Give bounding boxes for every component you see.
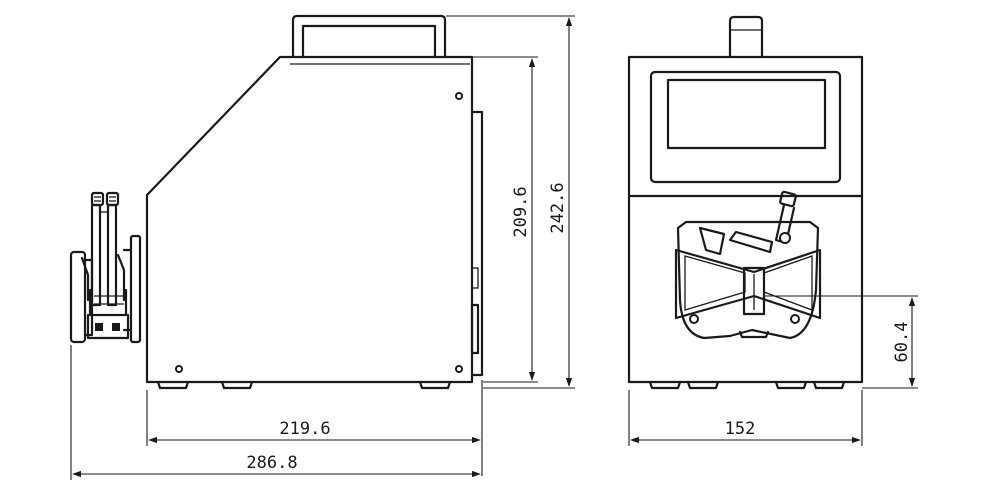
display-bezel xyxy=(649,70,842,184)
dim-total-width: 286.8 xyxy=(70,345,481,480)
clamp-black xyxy=(95,323,103,331)
tube xyxy=(90,203,102,307)
dim-label-front-width: 152 xyxy=(725,419,756,439)
pump-foot xyxy=(738,330,770,339)
display-screen xyxy=(666,78,827,150)
clamp-left xyxy=(698,226,726,256)
screw-icon xyxy=(689,314,699,324)
foot xyxy=(220,380,254,390)
side-body-outline xyxy=(145,55,474,384)
dim-front-width: 152 xyxy=(628,390,863,446)
dim-body-height: 209.6 xyxy=(473,56,538,383)
screw-icon xyxy=(790,314,800,324)
dim-label-pump-height: 60.4 xyxy=(892,322,912,363)
back-connector xyxy=(471,267,479,289)
screw-icon xyxy=(455,365,463,373)
dim-label-total-height: 242.6 xyxy=(548,182,568,233)
foot xyxy=(648,380,682,390)
front-view: 152 60.4 xyxy=(627,15,918,446)
foot xyxy=(686,380,720,390)
front-pump-head xyxy=(674,190,918,340)
dim-label-total-width: 286.8 xyxy=(246,453,297,473)
pump-mount-plate xyxy=(129,234,142,344)
clamp-black xyxy=(112,323,120,331)
back-switch xyxy=(470,303,480,355)
front-body-outline xyxy=(627,55,864,384)
pump-body xyxy=(88,288,128,317)
clamp-center xyxy=(728,230,774,254)
dim-label-body-height: 209.6 xyxy=(511,186,531,237)
pump-rotor xyxy=(742,266,766,316)
side-view: 219.6 286.8 209.6 242.6 xyxy=(69,14,575,480)
dim-label-side-width: 219.6 xyxy=(279,419,330,439)
pump-lever xyxy=(80,256,90,302)
back-panel xyxy=(470,110,484,377)
foot xyxy=(156,380,190,390)
screw-icon xyxy=(455,92,463,100)
foot xyxy=(774,380,808,390)
dim-side-width: 219.6 xyxy=(146,380,483,476)
tube-cap xyxy=(779,190,797,208)
dim-total-height: 242.6 xyxy=(446,15,575,389)
tube-cap xyxy=(90,191,105,207)
tube xyxy=(106,203,118,307)
handle xyxy=(291,14,447,59)
pump-back-plate xyxy=(69,250,87,344)
side-pump-head xyxy=(69,191,142,344)
tube-ring xyxy=(779,232,791,244)
foot xyxy=(418,380,452,390)
screw-icon xyxy=(175,365,183,373)
front-handle xyxy=(728,15,764,59)
pump-base xyxy=(86,313,130,340)
pump-housing xyxy=(676,220,820,340)
pump-inner-frame xyxy=(674,248,822,320)
dim-pump-height: 60.4 xyxy=(862,297,918,389)
pump-lever xyxy=(116,253,126,302)
foot xyxy=(812,380,846,390)
tube-cap xyxy=(105,191,120,207)
